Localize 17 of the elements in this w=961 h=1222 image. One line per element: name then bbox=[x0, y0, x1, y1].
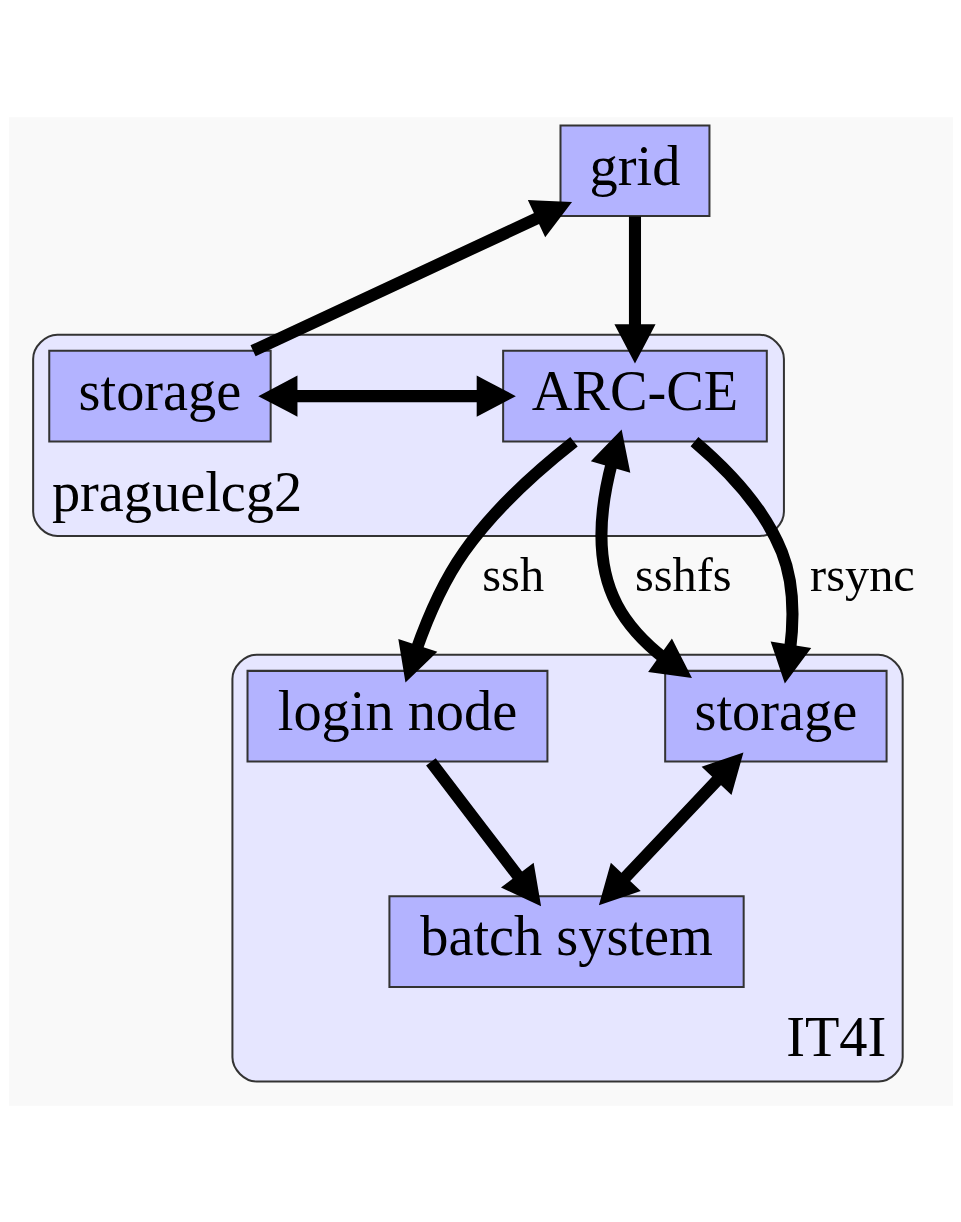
node-box: storage bbox=[663, 669, 888, 762]
node-box: storage bbox=[47, 349, 272, 442]
arrow bbox=[598, 752, 743, 905]
edge-label: ssh bbox=[481, 547, 544, 601]
edge-label: sshfs bbox=[634, 547, 732, 601]
edge-label: rsync bbox=[809, 547, 915, 601]
arrow bbox=[257, 375, 516, 417]
arrow bbox=[690, 436, 811, 683]
node-box: batch system bbox=[387, 894, 745, 988]
arrow bbox=[425, 757, 541, 906]
arrow bbox=[613, 215, 656, 363]
node-box: ARC-CE bbox=[501, 349, 768, 442]
arrow bbox=[590, 428, 692, 678]
arrow bbox=[397, 436, 578, 683]
arrow bbox=[249, 199, 572, 356]
node-box: login node bbox=[246, 669, 548, 762]
node-box: grid bbox=[559, 123, 710, 217]
